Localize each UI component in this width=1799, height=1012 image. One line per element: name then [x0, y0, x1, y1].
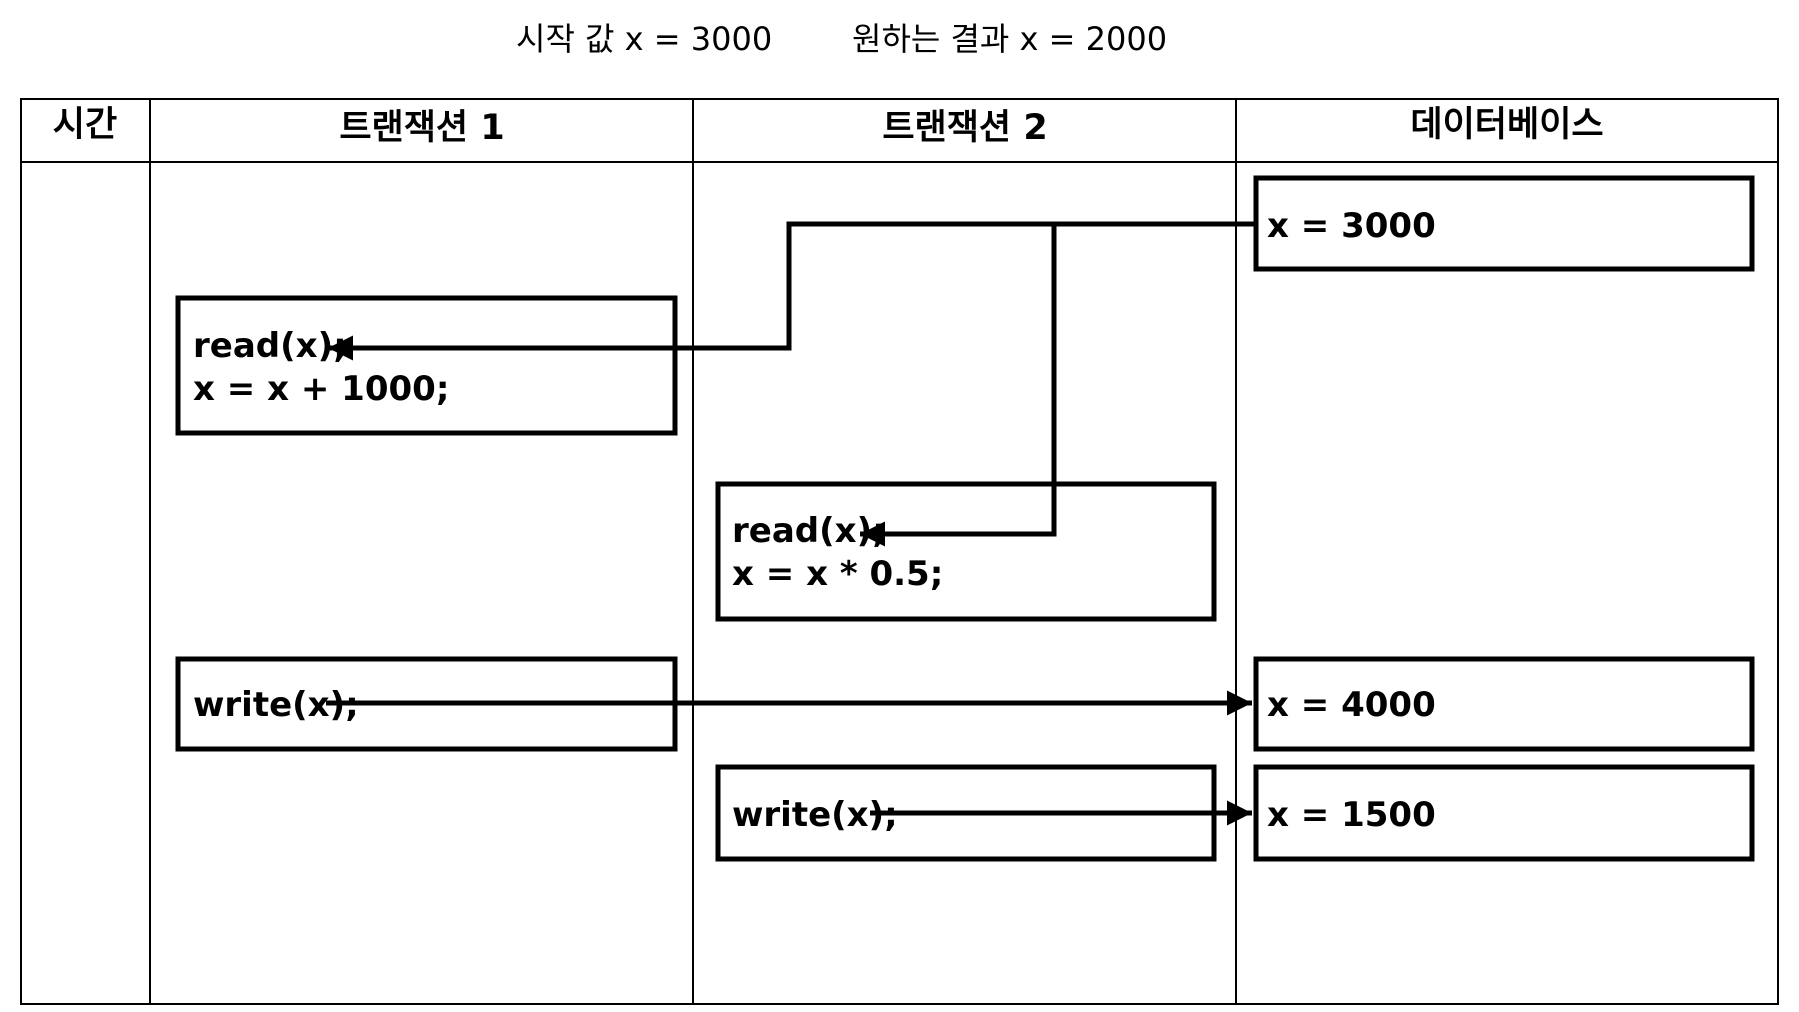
arrow-db-to-tx2-read — [860, 224, 1057, 547]
db-state-2-text: x = 4000 — [1267, 685, 1436, 725]
tx2-read-line-1: read(x); — [732, 511, 886, 551]
tx2-read-line-2: x = x * 0.5; — [732, 554, 943, 594]
start-value-text: 시작 값 x = 3000 — [516, 20, 772, 58]
db-state-1-text: x = 3000 — [1267, 206, 1436, 246]
goal-value-text: 원하는 결과 x = 2000 — [852, 20, 1167, 58]
tx2-read-box — [715, 481, 1217, 622]
db-state-box-2 — [1253, 656, 1755, 752]
tx1-read-box — [175, 295, 678, 436]
tx1-read-line-1: read(x); — [193, 326, 347, 366]
table-border — [20, 98, 1779, 1005]
header-transaction-2: 트랜잭션 2 — [882, 108, 1047, 148]
db-state-3-text: x = 1500 — [1267, 795, 1436, 835]
db-state-box-3 — [1253, 764, 1755, 862]
arrow-db-to-tx1-read — [328, 221, 1256, 361]
header-transaction-1: 트랜잭션 1 — [339, 108, 504, 148]
header-database: 데이터베이스 — [1410, 105, 1603, 145]
header-time: 시간 — [53, 105, 117, 145]
timeline-table — [20, 98, 1779, 1005]
tx1-read-line-2: x = x + 1000; — [193, 369, 449, 409]
tx2-write-text: write(x); — [732, 795, 898, 835]
tx1-write-text: write(x); — [193, 685, 359, 725]
